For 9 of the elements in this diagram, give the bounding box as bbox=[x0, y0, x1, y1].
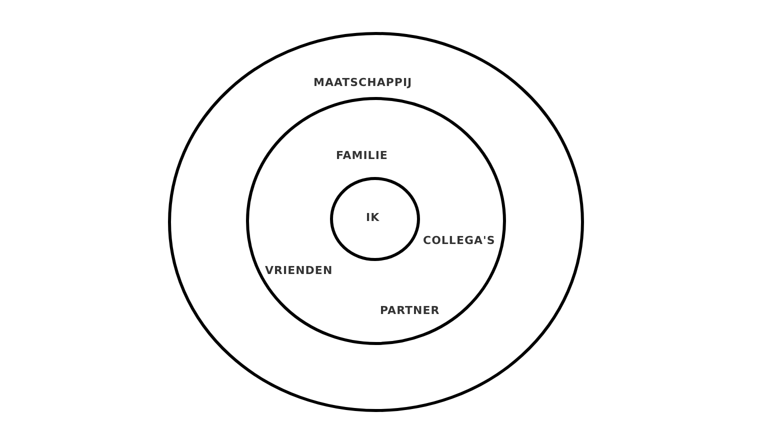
circle-label: PARTNER bbox=[380, 304, 440, 316]
circle-label: FAMILIE bbox=[336, 148, 388, 162]
circle-label: VRIENDEN bbox=[265, 264, 333, 276]
circle-label: IK bbox=[366, 210, 380, 224]
circle-label: MAATSCHAPPIJ bbox=[314, 76, 412, 88]
circle-label: COLLEGA'S bbox=[423, 234, 496, 246]
inner-circle bbox=[330, 177, 420, 261]
middle-circle bbox=[246, 97, 506, 345]
outer-circle bbox=[168, 32, 584, 412]
